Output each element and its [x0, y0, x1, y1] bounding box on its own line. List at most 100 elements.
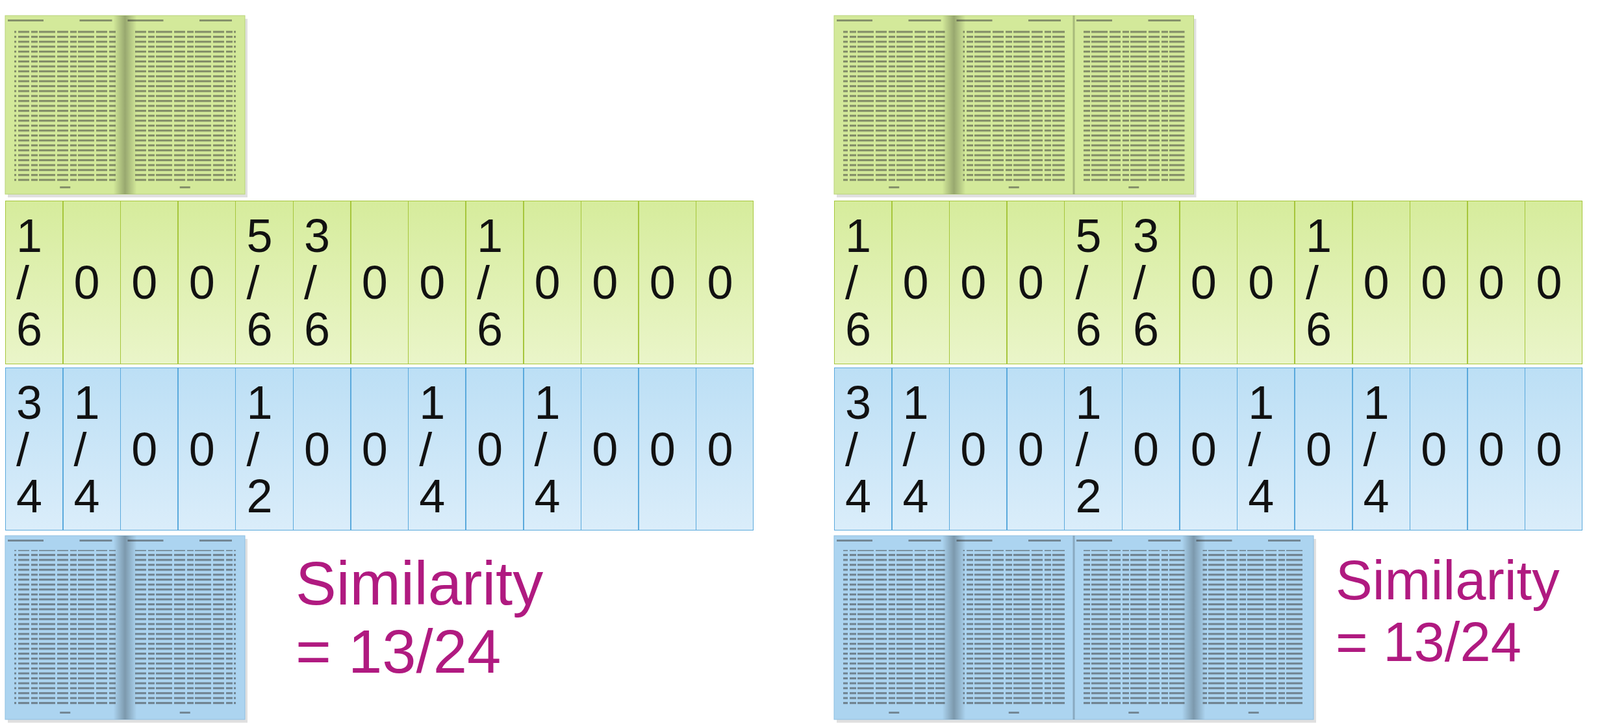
page-text-lines	[1082, 550, 1185, 707]
page-text-lines	[134, 29, 237, 182]
page-header	[7, 19, 44, 22]
page-number	[1008, 711, 1020, 714]
page-number	[1128, 711, 1139, 714]
blue-weight-cell: 0	[580, 367, 639, 531]
weight-value: 0	[304, 426, 331, 473]
page-edge	[1073, 535, 1076, 720]
green-weight-cell: 0	[523, 200, 582, 365]
page-header	[79, 539, 113, 542]
book-spine	[942, 15, 966, 195]
blue-weight-cell: 0	[1294, 367, 1353, 531]
weight-value: 1 / 4	[1247, 379, 1274, 520]
blue-weight-cell: 0	[1409, 367, 1468, 531]
green-weight-cell: 0	[580, 200, 639, 365]
similarity-score: Similarity = 13/24	[295, 549, 556, 687]
page-text-lines	[843, 29, 946, 182]
page-number	[59, 711, 71, 714]
page-header	[7, 539, 44, 542]
weight-value: 0	[1017, 259, 1044, 306]
weight-value: 0	[1478, 426, 1505, 473]
blue-weight-cell: 1 / 4	[1352, 367, 1411, 531]
blue-weight-cell: 0	[1121, 367, 1180, 531]
weight-value: 0	[361, 259, 388, 306]
green-weight-cell: 0	[949, 200, 1007, 365]
weight-value: 0	[649, 426, 676, 473]
page-header	[836, 19, 873, 22]
page-edge	[1073, 15, 1076, 195]
weight-value: 0	[1132, 426, 1159, 473]
weight-value: 0	[1190, 259, 1217, 306]
weight-value: 1 / 2	[1075, 379, 1102, 520]
green-weight-cell: 0	[407, 200, 466, 365]
blue-weight-cell: 0	[465, 367, 524, 531]
weight-value: 0	[1420, 259, 1447, 306]
page-header	[836, 539, 873, 542]
weight-value: 1 / 4	[419, 379, 445, 520]
weight-value: 0	[591, 426, 618, 473]
book-paper	[5, 535, 245, 720]
green-weight-cell: 5 / 6	[1064, 200, 1122, 365]
weight-value: 1 / 6	[845, 212, 872, 353]
green-weight-cell: 0	[1179, 200, 1238, 365]
green-weight-cell: 3 / 6	[292, 200, 351, 365]
blue-weight-cell: 3 / 4	[5, 367, 64, 531]
weight-value: 0	[706, 426, 733, 473]
book-spine	[113, 535, 138, 720]
similarity-score: Similarity = 13/24	[1335, 549, 1596, 674]
weight-value: 0	[131, 259, 158, 306]
weight-value: 3 / 4	[16, 379, 43, 520]
page-header	[1148, 19, 1181, 22]
green-weight-cell: 0	[1006, 200, 1065, 365]
book-spread	[5, 535, 248, 724]
blue-weight-cell: 0	[1524, 367, 1583, 531]
weight-value: 0	[419, 259, 445, 306]
weight-value: 1 / 4	[74, 379, 101, 520]
blue-weight-cell: 3 / 4	[834, 367, 892, 531]
weight-value: 5 / 6	[246, 212, 273, 353]
weight-value: 0	[1017, 426, 1044, 473]
weight-value: 0	[534, 259, 561, 306]
page-header	[1148, 539, 1181, 542]
weight-value: 0	[189, 426, 216, 473]
page-text-lines	[134, 550, 237, 707]
green-weight-cell: 0	[63, 200, 121, 365]
page-header	[1076, 539, 1113, 542]
weight-value: 3 / 4	[845, 379, 872, 520]
blue-weight-cell: 0	[292, 367, 351, 531]
blue-weight-cell: 0	[120, 367, 178, 531]
weight-value: 0	[1363, 259, 1390, 306]
book-spine	[942, 535, 966, 720]
weight-value: 0	[706, 259, 733, 306]
green-weight-cell: 0	[350, 200, 409, 365]
page-number	[179, 186, 191, 189]
weight-value: 1 / 4	[1363, 379, 1390, 520]
green-weight-cell: 0	[1524, 200, 1583, 365]
blue-weight-cell: 1 / 2	[1064, 367, 1122, 531]
weight-value: 0	[476, 426, 503, 473]
weight-value: 3 / 6	[304, 212, 331, 353]
weight-value: 1 / 2	[246, 379, 273, 520]
weight-value: 0	[960, 259, 987, 306]
weight-value: 0	[1247, 259, 1274, 306]
book-paper	[5, 15, 245, 195]
page-text-lines	[963, 550, 1066, 707]
blue-weight-cell: 1 / 4	[891, 367, 950, 531]
page-text-lines	[843, 550, 946, 707]
weight-value: 1 / 4	[902, 379, 929, 520]
book-spread	[834, 535, 1317, 724]
book-spread	[834, 15, 1197, 198]
blue-weight-cell: 0	[638, 367, 697, 531]
weight-value: 1 / 6	[16, 212, 43, 353]
page-header	[79, 19, 113, 22]
blue-weight-cell: 1 / 4	[407, 367, 466, 531]
page-number	[888, 711, 900, 714]
weight-value: 1 / 6	[1305, 212, 1332, 353]
weight-value: 0	[1305, 426, 1332, 473]
green-weight-cell: 0	[695, 200, 754, 365]
green-weight-cell: 0	[1467, 200, 1526, 365]
weight-value: 1 / 6	[476, 212, 503, 353]
page-header	[199, 539, 232, 542]
blue-weight-cell: 0	[177, 367, 236, 531]
page-header	[1268, 539, 1301, 542]
green-weight-cell: 1 / 6	[834, 200, 892, 365]
